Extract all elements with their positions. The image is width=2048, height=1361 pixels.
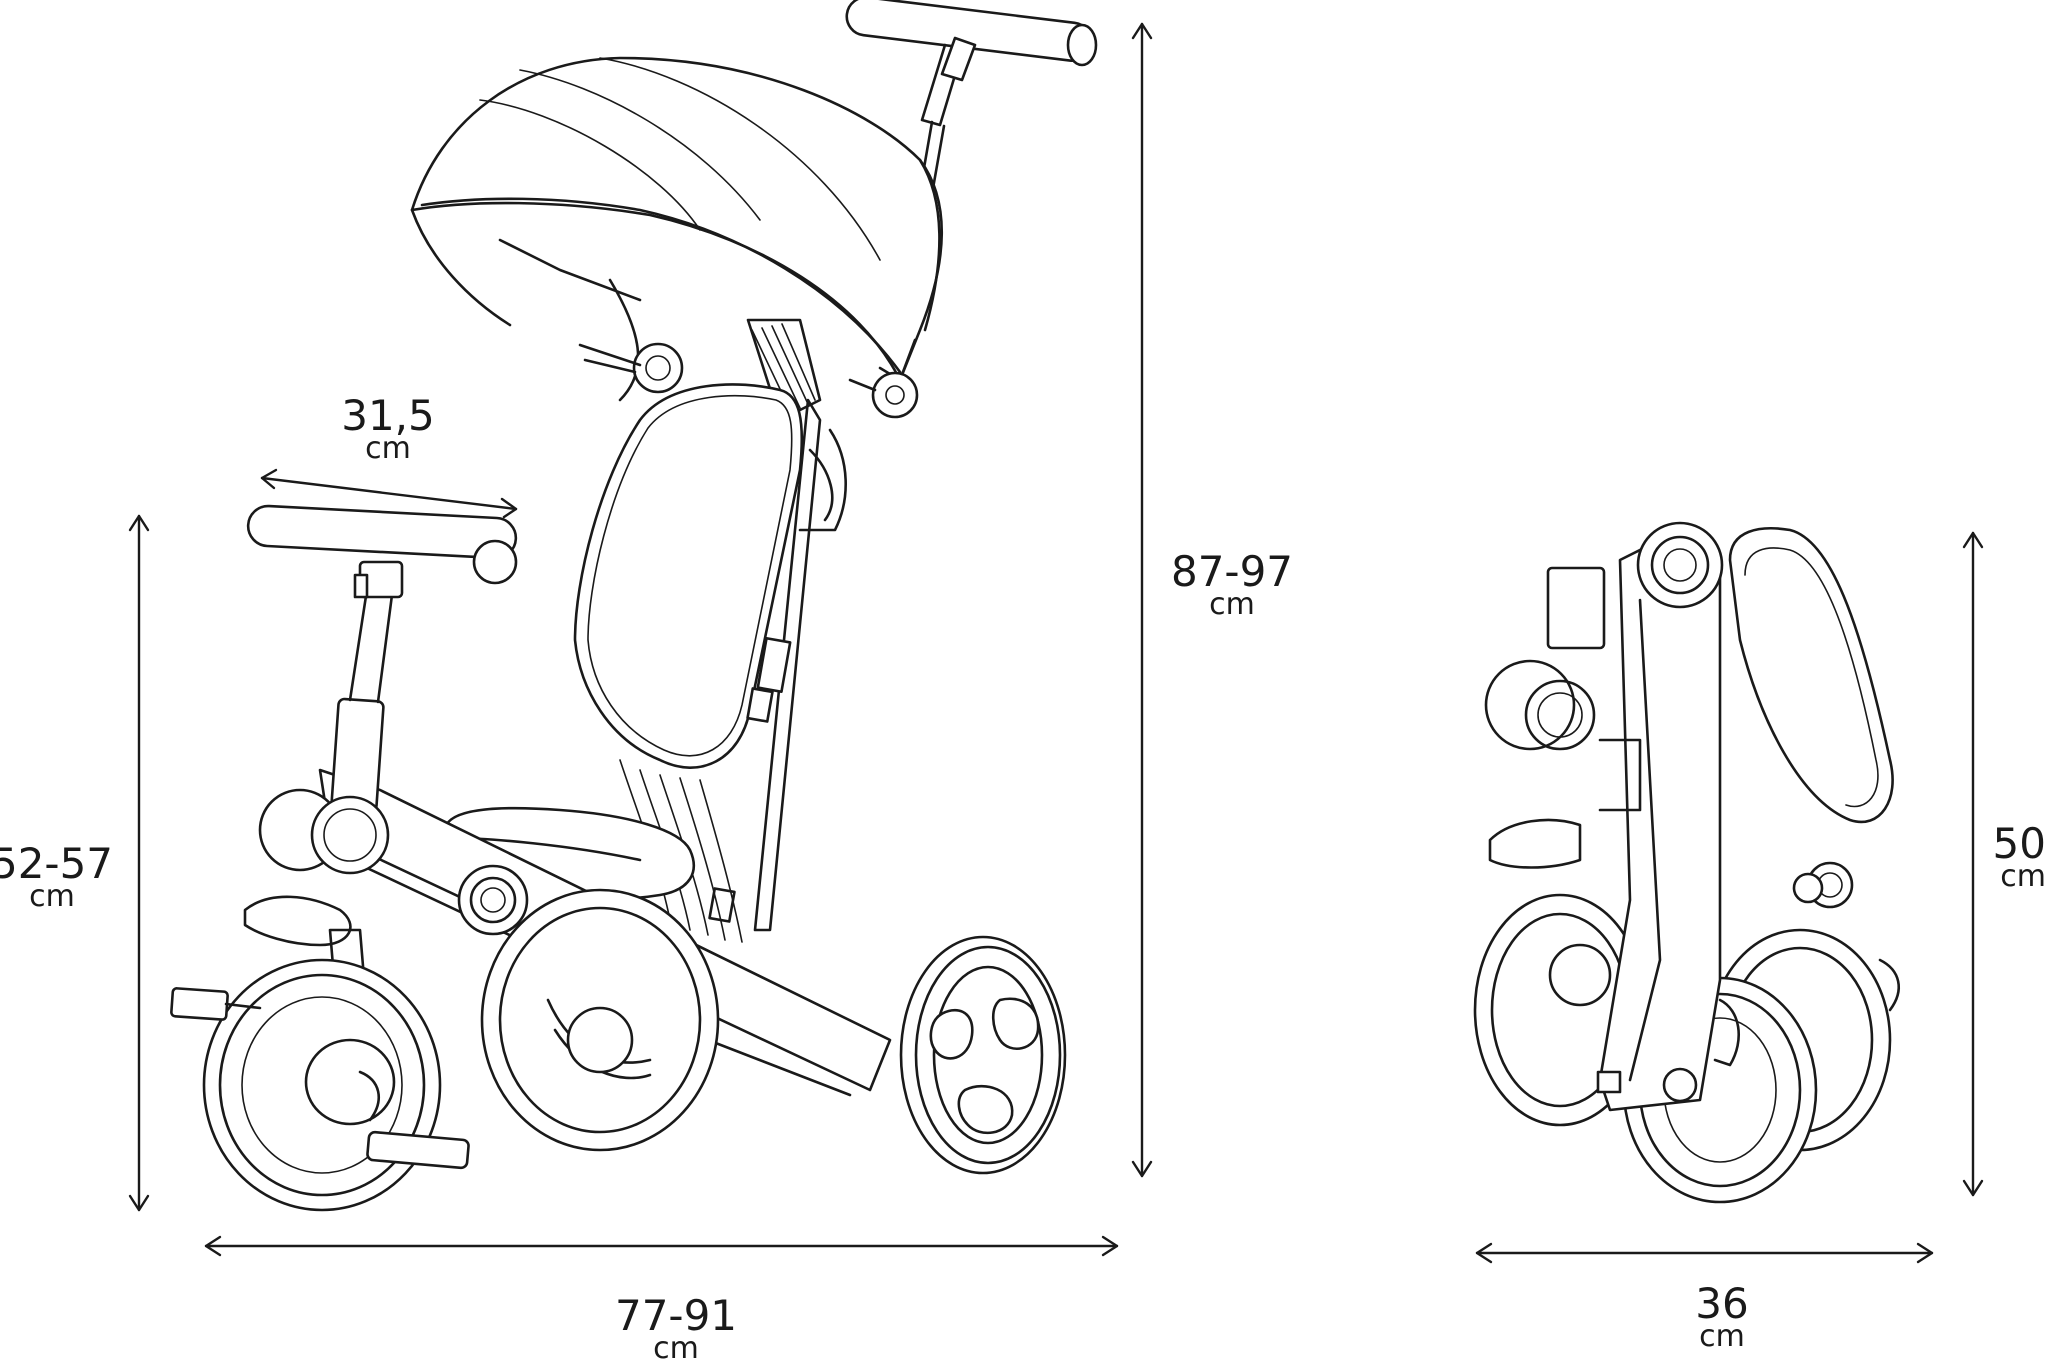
dimension-handlebar-height: 52-57 cm	[0, 514, 150, 1212]
dimension-handlebar-width-value: 31,5	[341, 391, 435, 440]
dimension-total-height-unit: cm	[1209, 587, 1255, 622]
dimension-total-length-unit: cm	[653, 1331, 699, 1361]
canopy-hinge	[498, 238, 919, 419]
front-wheel	[170, 958, 470, 1212]
front-handlebar	[246, 504, 518, 704]
dimension-handlebar-height-value: 52-57	[0, 839, 113, 888]
dimension-folded-width-value: 36	[1695, 1279, 1748, 1328]
dimension-folded-height-unit: cm	[2000, 859, 2046, 894]
dimension-folded-width: 36 cm	[1475, 1242, 1934, 1354]
seat-back-panel	[573, 383, 804, 769]
folded-stem	[1546, 566, 1606, 650]
dimension-total-height: 87-97 cm	[1131, 22, 1293, 1178]
rear-wheel-left	[480, 888, 720, 1152]
tricycle-unfolded-illustration	[170, 0, 1098, 1212]
dimension-folded-width-unit: cm	[1699, 1319, 1745, 1354]
dimension-total-height-value: 87-97	[1171, 547, 1293, 596]
dimension-handlebar-width-unit: cm	[365, 431, 411, 466]
rear-wheel-right	[899, 935, 1067, 1175]
folded-handlebar-grip	[1484, 659, 1576, 751]
tricycle-folded-illustration	[1473, 521, 1900, 1204]
folded-seat-back	[1728, 527, 1894, 824]
dimension-folded-height: 50 cm	[1962, 531, 2046, 1197]
dimension-total-length: 77-91 cm	[204, 1235, 1119, 1361]
folded-frame	[1598, 528, 1722, 1112]
dimension-handlebar-width: 31,5 cm	[260, 391, 518, 519]
dimension-total-length-value: 77-91	[615, 1291, 737, 1340]
dimension-handlebar-height-unit: cm	[29, 879, 75, 914]
sun-canopy	[410, 56, 944, 382]
dimension-folded-height-value: 50	[1993, 819, 2046, 868]
